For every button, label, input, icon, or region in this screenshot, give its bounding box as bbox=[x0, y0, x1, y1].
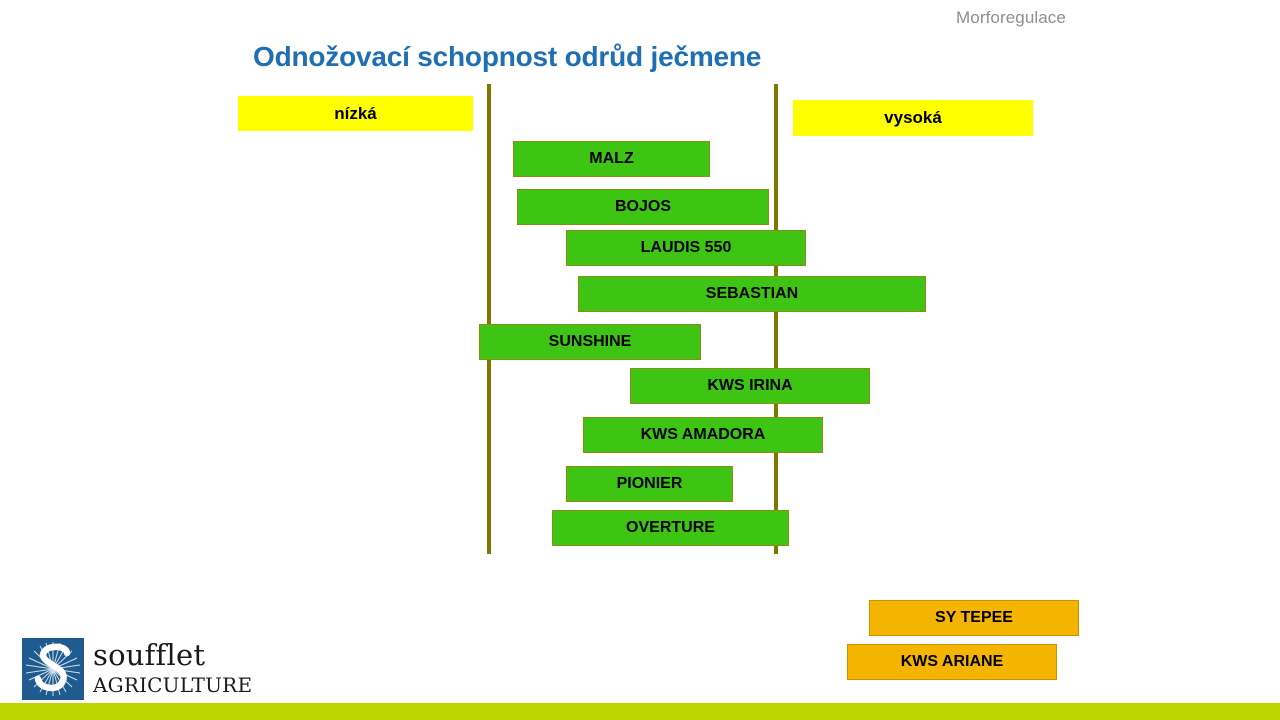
variety-bar-overture: OVERTURE bbox=[552, 510, 789, 546]
variety-bar-sebastian: SEBASTIAN bbox=[578, 276, 926, 312]
variety-bar-kws-ariane: KWS ARIANE bbox=[847, 644, 1057, 680]
logo-line-2: agriculture bbox=[93, 665, 253, 699]
page-title: Odnožovací schopnost odrůd ječmene bbox=[253, 41, 762, 72]
variety-bar-malz: MALZ bbox=[513, 141, 710, 177]
soufflet-s-monogram-icon bbox=[22, 638, 84, 700]
guide-line-low-threshold bbox=[487, 84, 491, 554]
scale-label-high: vysoká bbox=[793, 100, 1033, 136]
slide-corner-note: Morforegulace bbox=[956, 8, 1066, 27]
guide-line-high-threshold bbox=[774, 84, 778, 554]
logo-line-1: soufflet bbox=[93, 638, 206, 673]
soufflet-agriculture-logo: soufflet agriculture bbox=[22, 638, 252, 700]
variety-bar-kws-amadora: KWS AMADORA bbox=[583, 417, 823, 453]
variety-bar-laudis-550: LAUDIS 550 bbox=[566, 230, 806, 266]
variety-bar-bojos: BOJOS bbox=[517, 189, 769, 225]
scale-label-low: nízká bbox=[238, 96, 473, 131]
variety-bar-pionier: PIONIER bbox=[566, 466, 733, 502]
footer-stripe bbox=[0, 703, 1280, 720]
variety-bar-sy-tepee: SY TEPEE bbox=[869, 600, 1079, 636]
variety-bar-kws-irina: KWS IRINA bbox=[630, 368, 870, 404]
variety-bar-sunshine: SUNSHINE bbox=[479, 324, 701, 360]
